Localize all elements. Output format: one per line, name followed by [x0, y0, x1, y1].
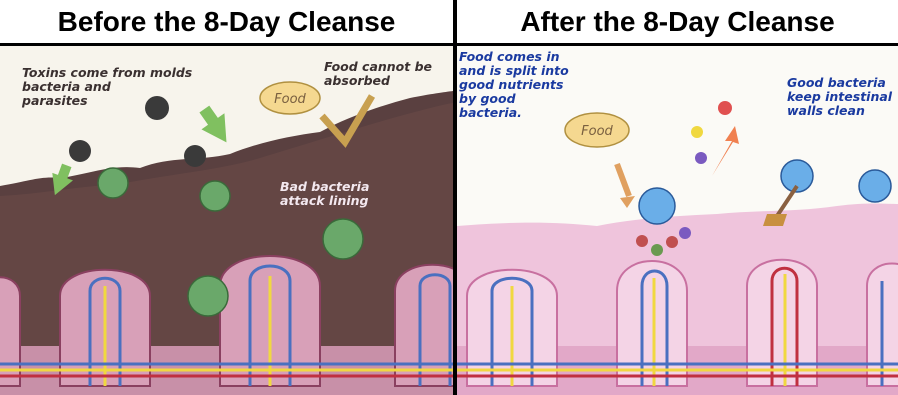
caption-good-bacteria: Good bacteria keep intestinal walls clea… [787, 76, 892, 118]
after-header: After the 8-Day Cleanse [457, 0, 898, 46]
caption-bad-bacteria: Bad bacteria attack lining [280, 180, 369, 208]
caption-food-split: Food comes in and is split into good nut… [459, 50, 569, 120]
after-title: After the 8-Day Cleanse [520, 6, 834, 38]
before-panel: Before the 8-Day Cleanse [0, 0, 457, 395]
before-title: Before the 8-Day Cleanse [58, 6, 396, 38]
svg-text:Food: Food [581, 124, 613, 139]
caption-toxins: Toxins come from molds bacteria and para… [22, 66, 192, 108]
after-panel: After the 8-Day Cleanse [457, 0, 898, 395]
svg-text:Food: Food [274, 92, 306, 107]
caption-food-not-absorbed: Food cannot be absorbed [324, 60, 432, 88]
food-cloud-after: Food [565, 113, 629, 147]
food-cloud: Food [260, 82, 320, 114]
before-header: Before the 8-Day Cleanse [0, 0, 453, 46]
